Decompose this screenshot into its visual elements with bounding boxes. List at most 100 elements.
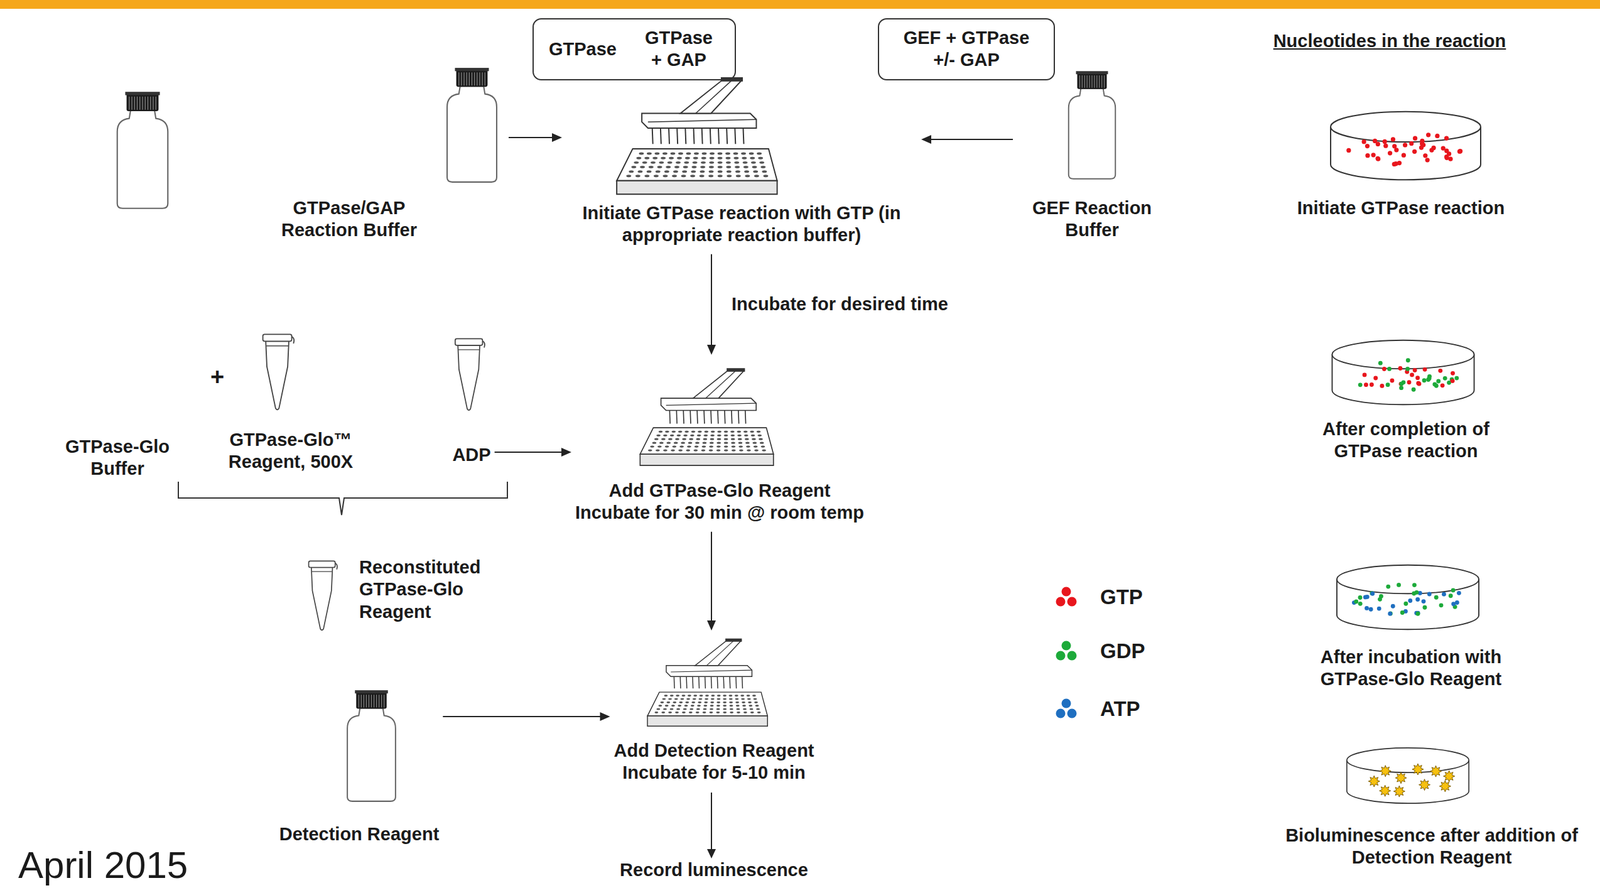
drawing-part [1375, 156, 1380, 161]
drawing-part [668, 156, 674, 160]
caption: After incubation with GTPase-Glo Reagent [1285, 646, 1537, 691]
drawing-part [750, 711, 755, 714]
drawing-part [663, 694, 668, 697]
drawing-part [1405, 366, 1410, 372]
tube-icon [303, 558, 342, 633]
drawing-part [638, 152, 644, 156]
drawing-part [735, 698, 740, 701]
drawing-part [1403, 601, 1408, 606]
drawing-part [1412, 149, 1417, 154]
drawing-part [1400, 610, 1405, 615]
drawing-part [1425, 157, 1430, 163]
drawing-part [690, 704, 695, 707]
drawing-part [724, 438, 728, 441]
drawing-part [674, 698, 679, 701]
drawing-part [747, 698, 752, 701]
drawing-part [696, 410, 698, 424]
drawing-part [733, 156, 739, 160]
drawing-part [744, 410, 746, 424]
drawing-part [1422, 367, 1428, 372]
drawing-part [685, 448, 690, 451]
drawing-part [751, 161, 757, 164]
drawing-part [653, 174, 659, 178]
drawing-part [722, 711, 727, 714]
drawing-part [663, 174, 669, 178]
drawing-part [709, 128, 712, 144]
drawing-part [729, 694, 733, 697]
drawing-part [717, 694, 721, 697]
drawing-part [763, 174, 769, 178]
edge-label: Incubate for desired time [729, 293, 951, 316]
caption: Initiate GTPase reaction [1297, 197, 1505, 220]
drawing-part [746, 448, 751, 451]
drawing-part [658, 430, 663, 433]
bottle-icon [339, 685, 404, 807]
drawing-part [1093, 75, 1095, 88]
drawing-part [705, 370, 736, 399]
drawing-part [460, 72, 462, 86]
caption: After completion of GTPase reaction [1292, 418, 1519, 463]
drawing-part [717, 434, 721, 437]
legend-label: GTP [1100, 584, 1143, 610]
drawing-part [681, 174, 687, 178]
drawing-part [704, 430, 709, 433]
drawing-part [671, 430, 676, 433]
drawing-part [741, 156, 747, 160]
arrow-head [561, 447, 572, 457]
drawing-part [716, 445, 721, 448]
drawing-part [636, 156, 642, 160]
drawing-part [368, 694, 370, 708]
drawing-part [695, 711, 700, 714]
drawing-part [1392, 162, 1397, 167]
drawing-part [687, 694, 692, 697]
drawing-part [457, 345, 480, 411]
drawing-part [1368, 607, 1374, 612]
drawing-part [1407, 379, 1412, 385]
drawing-part [1415, 597, 1420, 602]
drawing-part [709, 442, 714, 444]
drawing-part [1450, 378, 1455, 384]
arrow-line [710, 531, 713, 622]
drawing-part [1439, 602, 1444, 608]
drawing-part [710, 676, 713, 689]
drawing-part [748, 704, 753, 707]
tube-item: ADP [448, 336, 492, 466]
drawing-part [670, 448, 675, 451]
drawing-part [648, 165, 654, 169]
drawing-part [1346, 747, 1469, 773]
plate-icon [607, 76, 781, 200]
drawing-part [654, 711, 659, 714]
drawing-part [743, 165, 749, 169]
drawing-part [663, 708, 667, 711]
drawing-part [759, 161, 765, 164]
caption-text: GTPase/GAP Reaction Buffer [261, 197, 438, 242]
drawing-part [680, 80, 743, 114]
tube-icon [259, 326, 296, 419]
drawing-part [697, 434, 701, 437]
drawing-part [1419, 779, 1431, 791]
drawing-part [1365, 143, 1370, 149]
drawing-part [702, 442, 707, 444]
drawing-part [716, 442, 721, 444]
drawing-part [730, 430, 735, 433]
drawing-part [742, 704, 746, 707]
drawing-part [1358, 601, 1363, 606]
drawing-part [1421, 599, 1427, 604]
drawing-part [681, 170, 687, 173]
drawing-part [700, 161, 706, 164]
drawing-part [361, 694, 362, 708]
drawing-part [1390, 604, 1396, 609]
drawing-part [734, 128, 736, 144]
drawing-part [1454, 376, 1459, 381]
drawing-part [383, 694, 385, 708]
drawing-part [725, 152, 731, 156]
drawing-part [126, 92, 159, 112]
drawing-part [678, 430, 682, 433]
flow-arrow [494, 447, 572, 457]
drawing-part [152, 96, 154, 110]
drawing-part [482, 340, 485, 348]
drawing-part [680, 698, 684, 701]
flow-arrow [508, 133, 563, 142]
drawing-part [134, 96, 136, 110]
